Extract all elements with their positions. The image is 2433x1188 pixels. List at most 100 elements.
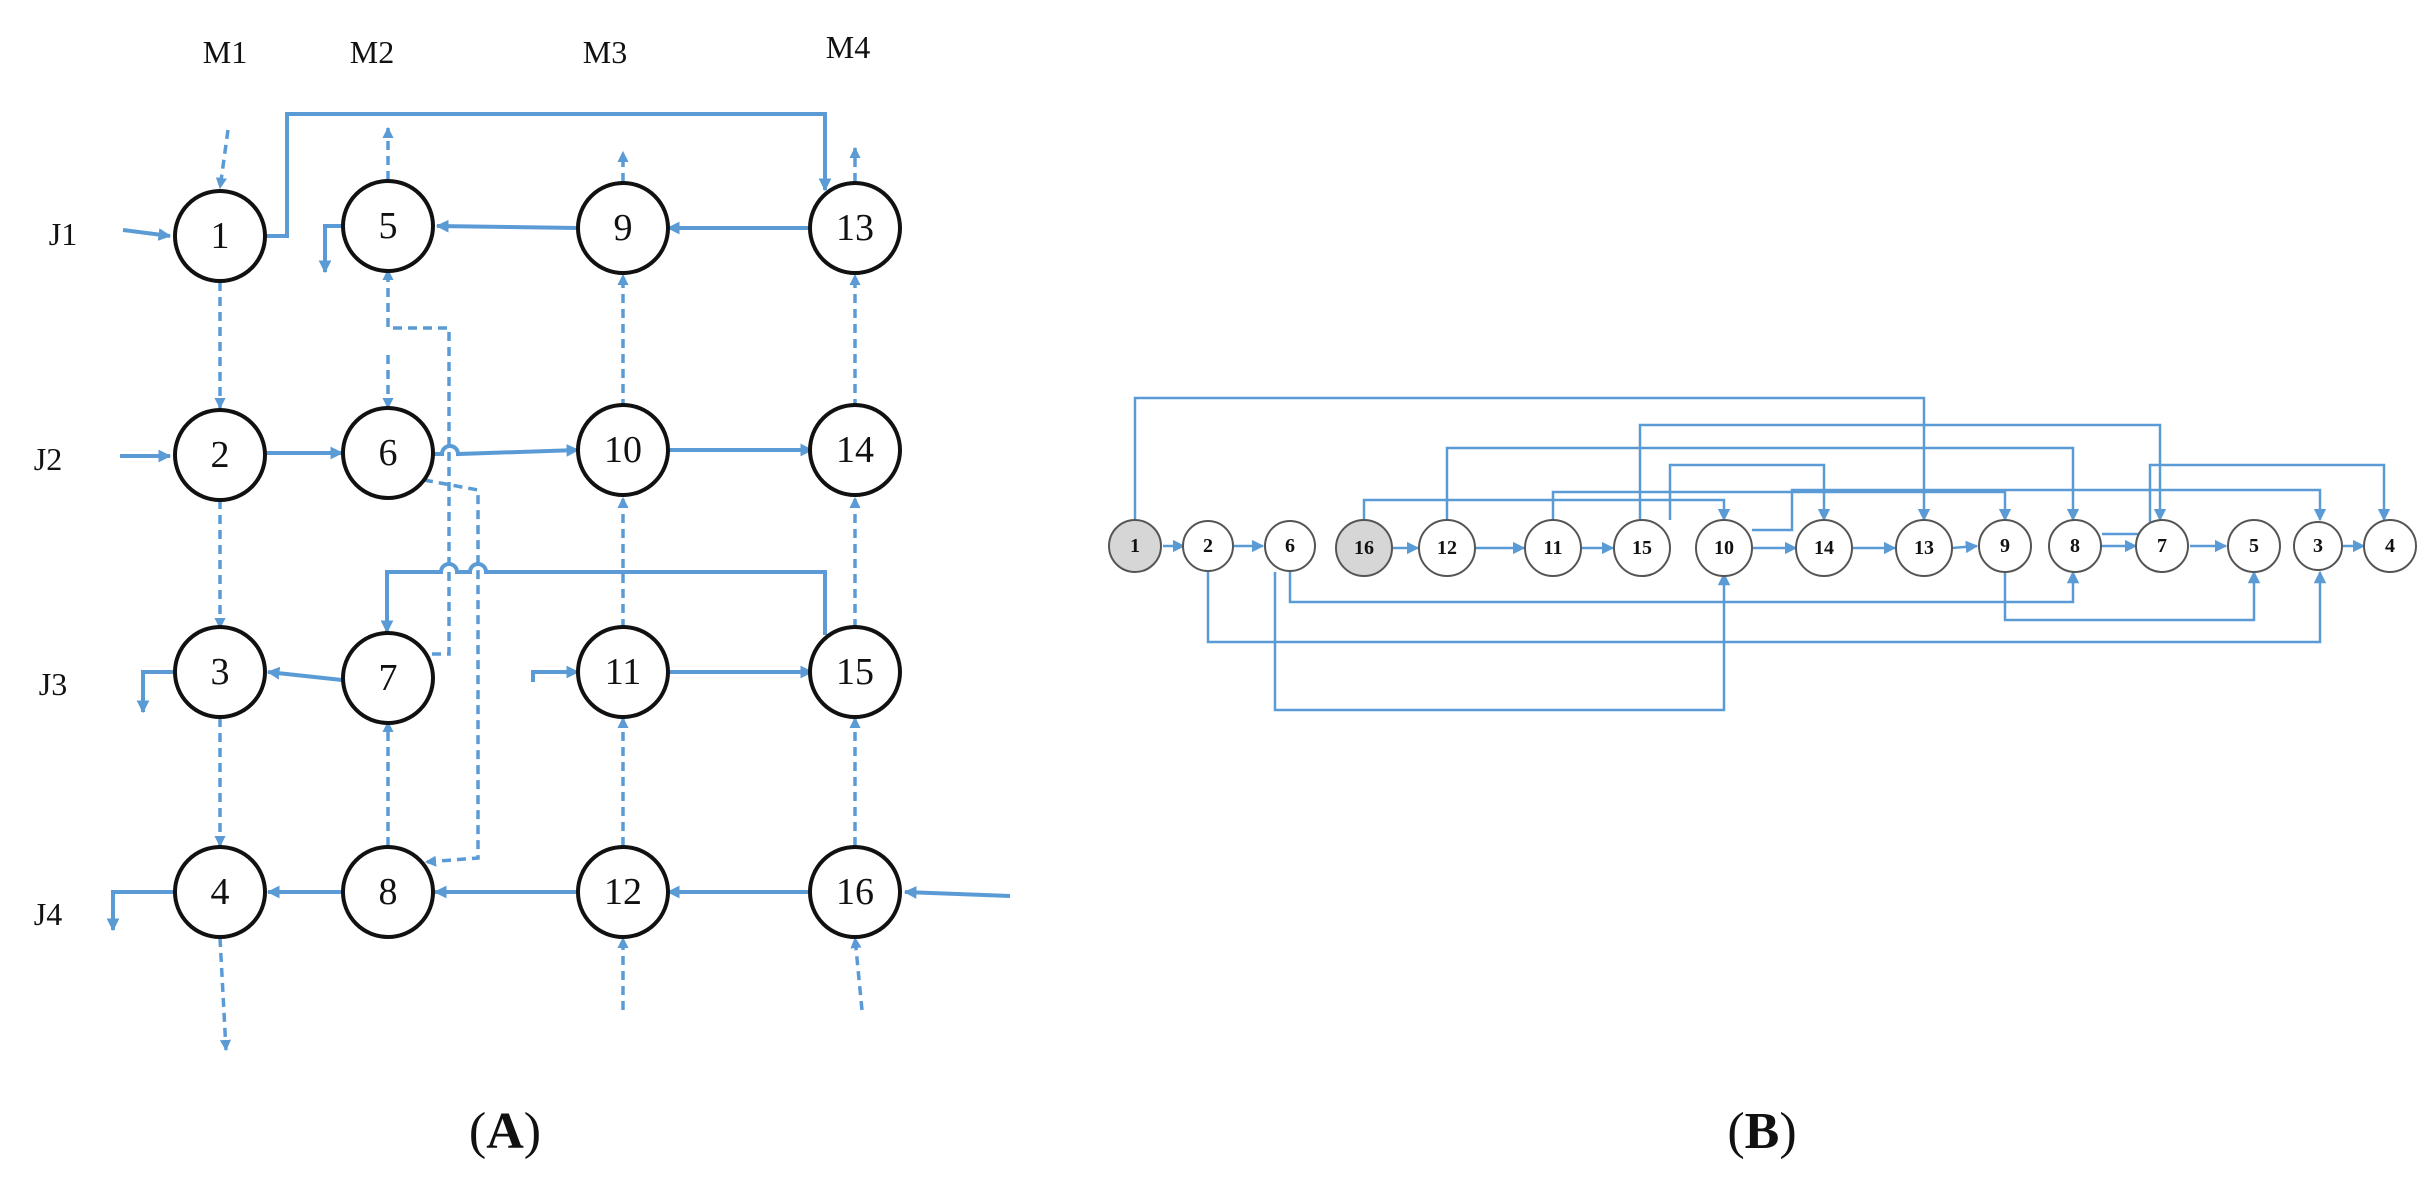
- arc-b-9-5: [2003, 570, 2261, 622]
- svg-text:6: 6: [1285, 535, 1295, 557]
- node-b-9: 9: [1978, 519, 2032, 573]
- node-b-16: 16: [1335, 519, 1393, 577]
- svg-text:15: 15: [1632, 537, 1652, 559]
- svg-text:13: 13: [1914, 537, 1934, 559]
- node-b-12: 12: [1418, 519, 1476, 577]
- arc-a-4-exit: [106, 890, 176, 932]
- svg-text:8: 8: [379, 871, 398, 913]
- svg-text:3: 3: [211, 651, 230, 693]
- panel-a-disjunctive-graph: M1 M2 M3 M4 J1 J2 J3 J4: [34, 29, 1011, 1160]
- svg-text:16: 16: [836, 871, 874, 913]
- svg-text:11: 11: [605, 651, 642, 693]
- svg-text:14: 14: [836, 429, 874, 471]
- caption-b: (B): [1727, 1103, 1796, 1160]
- node-a-3: 3: [173, 625, 267, 719]
- svg-text:3: 3: [2313, 535, 2323, 557]
- node-b-1: 1: [1108, 519, 1162, 573]
- node-a-8: 8: [341, 845, 435, 939]
- arc-a-3-exit: [136, 670, 176, 714]
- node-a-7: 7: [341, 631, 435, 725]
- arc-b-10-3: [1752, 488, 2327, 532]
- node-b-3: 3: [2293, 521, 2343, 571]
- panel-b-nodes: 1 2 6 16 12 11 15 10 14 13 9 8 7 5 3 4: [1108, 519, 2417, 577]
- node-b-2: 2: [1182, 520, 1234, 572]
- arc-b-2-3: [1206, 570, 2327, 644]
- svg-text:11: 11: [1544, 537, 1563, 559]
- caption-a-letter: A: [486, 1103, 524, 1160]
- arc-a-entry-1: [122, 228, 172, 241]
- arc-b-6-10: [1273, 572, 1731, 712]
- machine-label-m2: M2: [350, 34, 394, 70]
- arc-a-15-7: [380, 562, 827, 635]
- node-b-7: 7: [2135, 519, 2189, 573]
- svg-text:2: 2: [1203, 535, 1213, 557]
- arc-a-entry-16: [903, 886, 1011, 899]
- svg-text:9: 9: [614, 207, 633, 249]
- arc-a-7-6: [382, 268, 451, 656]
- node-b-13: 13: [1895, 519, 1953, 577]
- svg-text:13: 13: [836, 207, 874, 249]
- svg-text:2: 2: [211, 434, 230, 476]
- node-a-2: 2: [173, 408, 267, 502]
- arc-b-15-14: [1668, 463, 1831, 522]
- svg-text:10: 10: [604, 429, 642, 471]
- arc-a-5-exit: [318, 224, 345, 274]
- arc-a-entry-11: [531, 665, 580, 682]
- arc-b-6-8: [1288, 570, 2080, 604]
- svg-text:9: 9: [2000, 535, 2010, 557]
- arc-b-1-13: [1133, 396, 1931, 522]
- arc-a-1-13: [265, 112, 832, 238]
- job-label-j4: J4: [34, 896, 62, 932]
- svg-text:1: 1: [1130, 535, 1140, 557]
- machine-label-m3: M3: [583, 34, 627, 70]
- svg-text:14: 14: [1814, 537, 1834, 559]
- arc-a-4-exit-m1: [218, 937, 232, 1052]
- arc-b-13-9: [1951, 540, 1979, 554]
- node-a-14: 14: [808, 403, 902, 497]
- node-a-11: 11: [576, 625, 670, 719]
- svg-text:5: 5: [379, 205, 398, 247]
- node-a-15: 15: [808, 625, 902, 719]
- node-a-12: 12: [576, 845, 670, 939]
- node-b-11: 11: [1524, 519, 1582, 577]
- caption-b-letter: B: [1745, 1103, 1780, 1160]
- svg-text:15: 15: [836, 651, 874, 693]
- node-a-1: 1: [173, 189, 267, 283]
- node-a-5: 5: [341, 179, 435, 273]
- node-a-9: 9: [576, 181, 670, 275]
- svg-text:6: 6: [379, 432, 398, 474]
- machine-label-m1: M1: [203, 34, 247, 70]
- job-label-j2: J2: [34, 441, 62, 477]
- arc-b-11-9: [1551, 490, 2012, 522]
- arc-b-8-4: [2102, 463, 2391, 536]
- node-a-4: 4: [173, 845, 267, 939]
- node-b-4: 4: [2363, 519, 2417, 573]
- panel-b-sequence-graph: 1 2 6 16 12 11 15 10 14 13 9 8 7 5 3 4 (…: [1108, 396, 2417, 1160]
- svg-text:4: 4: [211, 871, 230, 913]
- arc-a-m1-entry: [215, 129, 230, 190]
- svg-text:5: 5: [2249, 535, 2259, 557]
- machine-label-m4: M4: [826, 29, 870, 65]
- svg-text:10: 10: [1714, 537, 1734, 559]
- node-b-15: 15: [1613, 519, 1671, 577]
- svg-text:7: 7: [2157, 535, 2167, 557]
- node-a-13: 13: [808, 181, 902, 275]
- svg-text:8: 8: [2070, 535, 2080, 557]
- svg-text:7: 7: [379, 657, 398, 699]
- arc-a-6-10: [432, 443, 580, 457]
- node-a-10: 10: [576, 403, 670, 497]
- arc-b-16-10: [1362, 498, 1731, 522]
- node-b-14: 14: [1795, 519, 1853, 577]
- node-a-16: 16: [808, 845, 902, 939]
- arc-a-m4-entry: [850, 936, 864, 1011]
- arc-a-9-5: [435, 219, 579, 233]
- node-b-5: 5: [2227, 519, 2281, 573]
- svg-text:12: 12: [1437, 537, 1457, 559]
- arc-a-7-3: [266, 666, 343, 682]
- node-b-8: 8: [2048, 519, 2102, 573]
- svg-text:1: 1: [211, 215, 230, 257]
- svg-text:4: 4: [2385, 535, 2395, 557]
- svg-text:16: 16: [1354, 537, 1374, 559]
- arc-b-14-7: [1638, 423, 2167, 522]
